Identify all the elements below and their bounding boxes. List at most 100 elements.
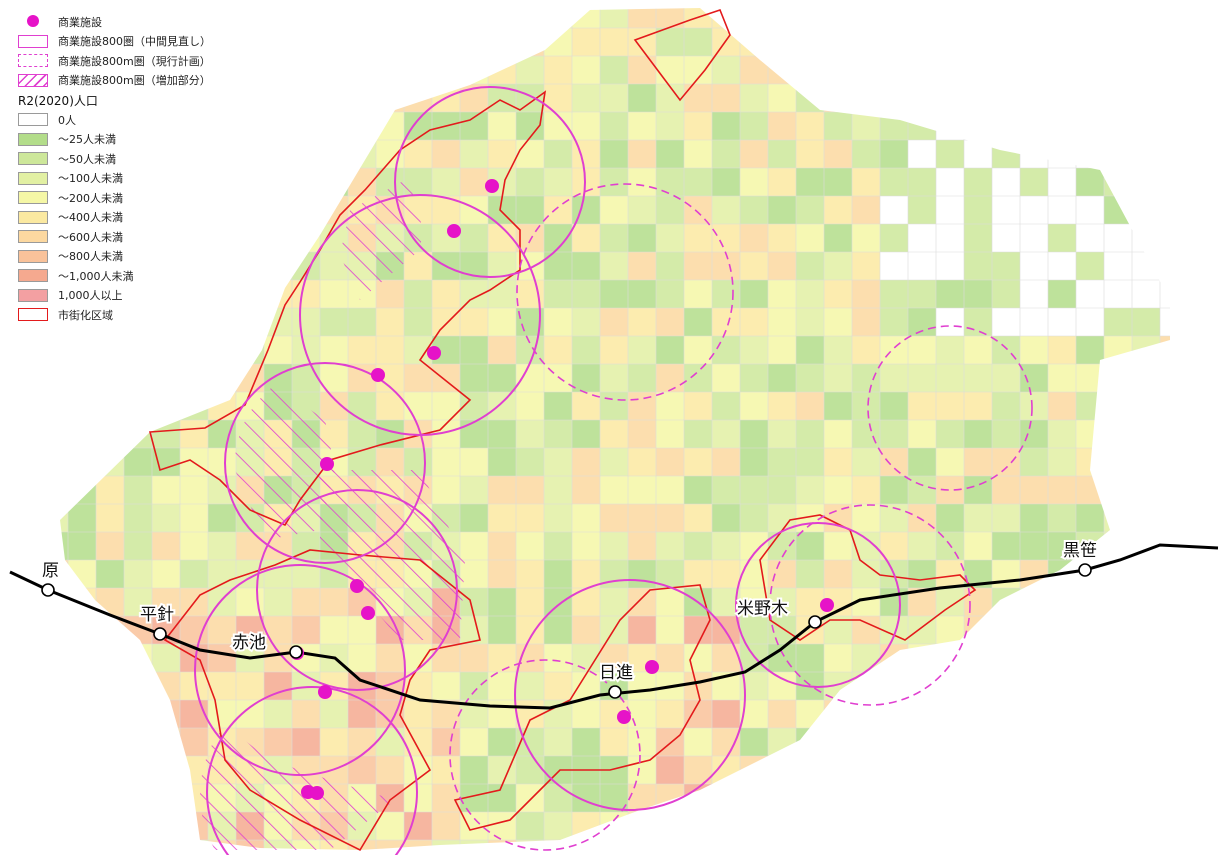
grid-cell xyxy=(768,336,796,364)
grid-cell xyxy=(460,644,488,672)
grid-cell xyxy=(964,700,992,728)
population-class-label: ～25人未満 xyxy=(58,133,116,147)
legend-population-heading: R2(2020)人口 xyxy=(18,93,98,108)
grid-cell xyxy=(1188,448,1216,476)
grid-cell xyxy=(684,84,712,112)
grid-cell xyxy=(264,196,292,224)
grid-cell xyxy=(460,672,488,700)
grid-cell xyxy=(796,700,824,728)
grid-cell xyxy=(1020,112,1048,140)
grid-cell xyxy=(712,532,740,560)
station-label: 米野木 xyxy=(737,599,788,619)
grid-cell xyxy=(124,448,152,476)
grid-cell xyxy=(572,56,600,84)
grid-cell xyxy=(124,476,152,504)
grid-cell xyxy=(628,8,656,28)
grid-cell xyxy=(740,420,768,448)
grid-cell xyxy=(68,420,96,448)
grid-cell xyxy=(1132,392,1160,420)
grid-cell xyxy=(908,728,936,756)
grid-cell xyxy=(1104,168,1132,196)
grid-cell xyxy=(684,392,712,420)
grid-cell xyxy=(880,196,908,224)
grid-cell xyxy=(740,252,768,280)
grid-cell xyxy=(68,336,96,364)
grid-cell xyxy=(684,308,712,336)
grid-cell xyxy=(1020,504,1048,532)
grid-cell xyxy=(824,840,852,850)
grid-cell xyxy=(404,28,432,56)
facility-marker xyxy=(350,579,364,593)
grid-cell xyxy=(600,224,628,252)
grid-cell xyxy=(516,560,544,588)
grid-cell xyxy=(880,392,908,420)
grid-cell xyxy=(1076,728,1104,756)
facility-marker xyxy=(361,606,375,620)
grid-cell xyxy=(880,8,908,28)
grid-cell xyxy=(600,252,628,280)
legend-population-class: ～800人未満 xyxy=(18,247,258,267)
grid-cell xyxy=(740,728,768,756)
grid-cell xyxy=(992,140,1020,168)
population-swatch xyxy=(18,171,48,185)
grid-cell xyxy=(936,812,964,840)
grid-cell xyxy=(1160,756,1170,784)
grid-cell xyxy=(1076,364,1104,392)
grid-cell xyxy=(264,560,292,588)
grid-cell xyxy=(712,504,740,532)
grid-cell xyxy=(740,140,768,168)
grid-cell xyxy=(824,112,852,140)
grid-cell xyxy=(320,84,348,112)
grid-cell xyxy=(964,812,992,840)
grid-cell xyxy=(404,308,432,336)
grid-cell xyxy=(908,560,936,588)
grid-cell xyxy=(96,448,124,476)
grid-cell xyxy=(992,448,1020,476)
grid-cell xyxy=(264,644,292,672)
grid-cell xyxy=(1076,700,1104,728)
grid-cell xyxy=(1160,448,1170,476)
grid-cell xyxy=(264,224,292,252)
grid-cell xyxy=(544,532,572,560)
grid-cell xyxy=(516,588,544,616)
grid-cell xyxy=(600,196,628,224)
grid-cell xyxy=(1132,812,1160,840)
grid-cell xyxy=(60,616,68,644)
grid-cell xyxy=(992,308,1020,336)
grid-cell xyxy=(964,392,992,420)
grid-cell xyxy=(320,588,348,616)
grid-cell xyxy=(936,560,964,588)
grid-cell xyxy=(432,168,460,196)
grid-cell xyxy=(572,252,600,280)
review-circle-n1 xyxy=(394,86,586,278)
grid-cell xyxy=(348,84,376,112)
grid-cell xyxy=(768,224,796,252)
grid-cell xyxy=(656,504,684,532)
grid-cell xyxy=(992,224,1020,252)
grid-cell xyxy=(740,196,768,224)
grid-cell xyxy=(544,280,572,308)
grid-cell xyxy=(1020,476,1048,504)
grid-cell xyxy=(992,756,1020,784)
grid-cell xyxy=(684,196,712,224)
grid-cell xyxy=(124,756,152,784)
grid-cell xyxy=(880,644,908,672)
grid-cell xyxy=(1132,168,1160,196)
grid-cell xyxy=(1076,8,1104,28)
grid-cell xyxy=(124,504,152,532)
grid-cell xyxy=(460,616,488,644)
grid-cell xyxy=(96,560,124,588)
grid-cell xyxy=(1020,84,1048,112)
grid-cell xyxy=(1188,644,1216,672)
grid-cell xyxy=(600,8,628,28)
grid-cell xyxy=(348,728,376,756)
grid-cell xyxy=(600,840,628,850)
grid-cell xyxy=(824,728,852,756)
grid-cell xyxy=(908,672,936,700)
grid-cell xyxy=(1160,812,1170,840)
grid-cell xyxy=(656,196,684,224)
grid-cell xyxy=(656,420,684,448)
grid-cell xyxy=(1104,392,1132,420)
grid-cell xyxy=(1188,756,1216,784)
grid-cell xyxy=(656,700,684,728)
